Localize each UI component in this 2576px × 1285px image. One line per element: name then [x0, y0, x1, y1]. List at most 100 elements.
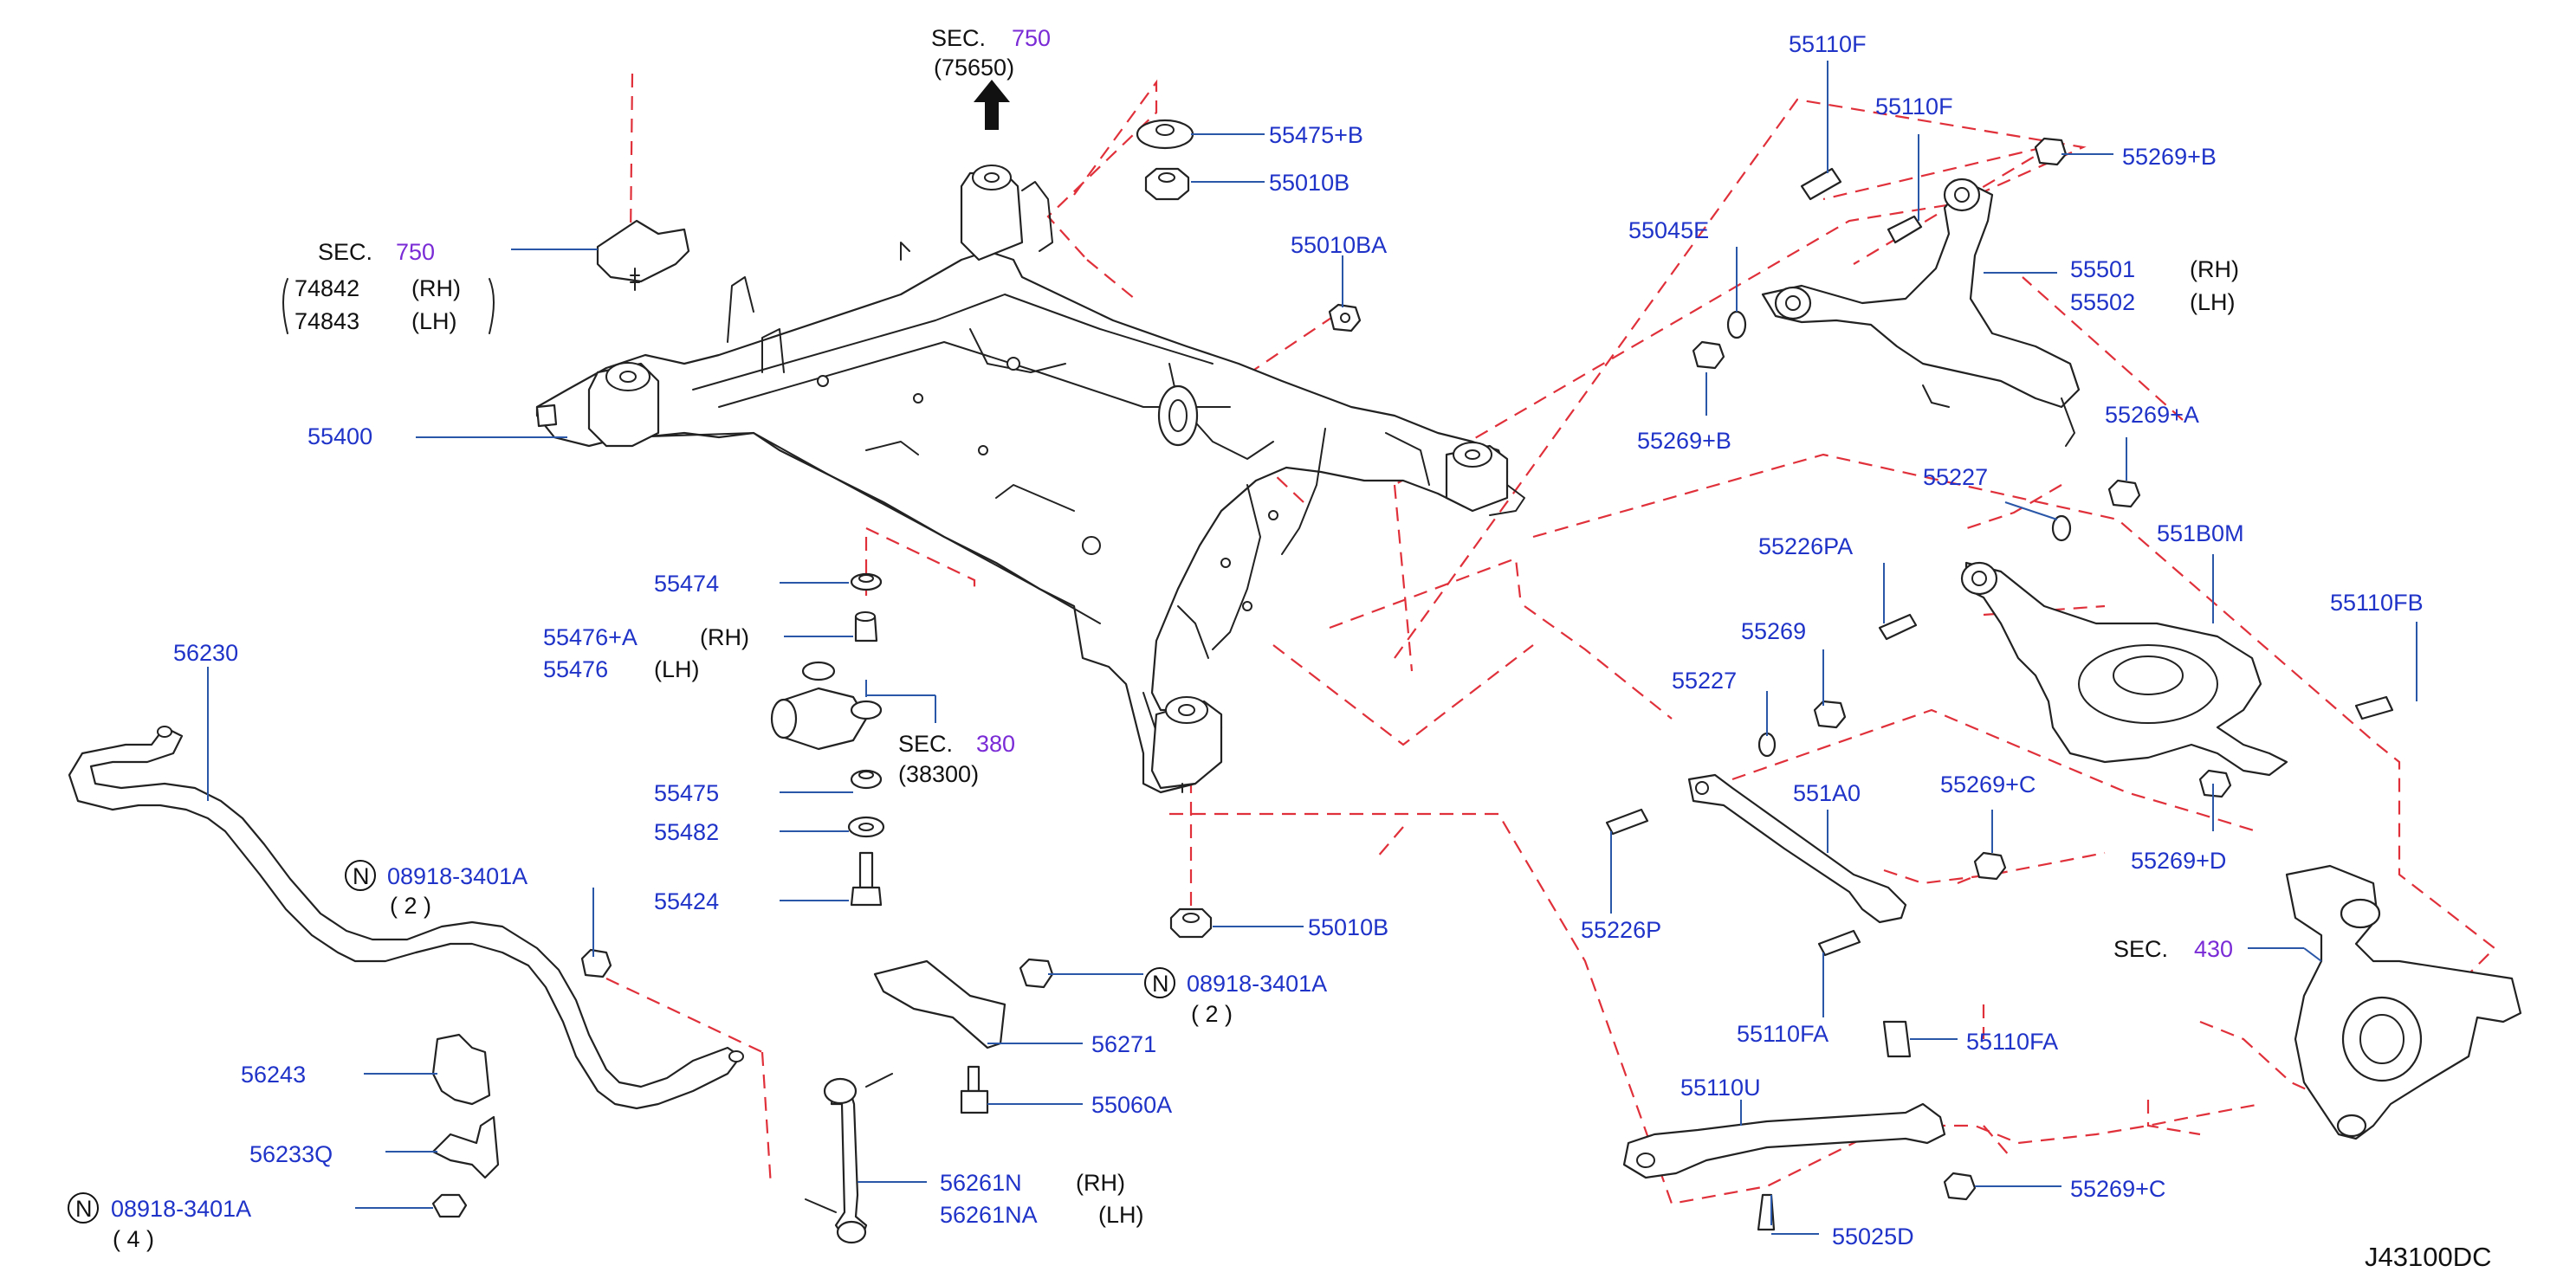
washer-55045e-icon — [1726, 310, 1747, 339]
washer-55476b-icon — [850, 700, 883, 720]
part-56230[interactable]: 56230 — [173, 640, 238, 666]
n-note-left: N — [345, 860, 376, 891]
bolt-55226p-icon — [1605, 808, 1649, 836]
part-551a0[interactable]: 551A0 — [1793, 780, 1861, 806]
part-55060a[interactable]: 55060A — [1091, 1092, 1172, 1118]
sec-750-left-rh-part: 74842 — [294, 275, 359, 301]
part-55400[interactable]: 55400 — [307, 423, 372, 449]
sec-750-top-number[interactable]: 750 — [1012, 25, 1051, 51]
bolt-55110fa-b-icon — [1882, 1020, 1912, 1058]
sec-380-label: SEC. — [898, 731, 953, 757]
labels: SEC. 750 (75650) SEC. 750 74842 (RH) 748… — [68, 25, 2491, 1272]
sec-750-top-label: SEC. — [931, 25, 986, 51]
lower-arm-551b0m-icon — [1964, 561, 2288, 777]
part-55475b[interactable]: 55475+B — [1269, 122, 1363, 148]
part-55501[interactable]: 55501 — [2070, 256, 2135, 282]
link-55110u-icon — [1622, 1102, 1946, 1179]
brace-right — [489, 278, 495, 334]
part-08918-mid[interactable]: 08918-3401A — [1187, 971, 1327, 997]
mount-bracket-750-icon — [596, 219, 690, 283]
nut-08918-mid-icon — [1019, 958, 1054, 989]
part-55482[interactable]: 55482 — [654, 819, 719, 845]
part-55269c-top[interactable]: 55269+C — [1940, 772, 2036, 797]
part-55269a[interactable]: 55269+A — [2105, 402, 2199, 428]
part-55502[interactable]: 55502 — [2070, 289, 2135, 315]
bolt-55110fa-a-icon — [1817, 929, 1861, 957]
knuckle-430-icon — [2285, 864, 2522, 1140]
part-55424[interactable]: 55424 — [654, 888, 719, 914]
part-55025d[interactable]: 55025D — [1832, 1224, 1914, 1249]
bushing-56243-icon — [431, 1033, 491, 1106]
sec-380-sub: (38300) — [898, 761, 979, 787]
stabilizer-link-56261-icon — [830, 1085, 868, 1240]
part-55227-mid[interactable]: 55227 — [1672, 668, 1737, 694]
part-08918-bottom[interactable]: 08918-3401A — [111, 1196, 251, 1222]
bolt-55110f-a-icon — [1800, 167, 1842, 201]
part-55476a[interactable]: 55476+A — [543, 624, 638, 650]
part-56271[interactable]: 56271 — [1091, 1031, 1156, 1057]
nut-55010b-top-icon — [1144, 167, 1190, 201]
brace-left — [282, 278, 288, 334]
sec-750-left-number[interactable]: 750 — [396, 239, 435, 265]
part-55476[interactable]: 55476 — [543, 656, 608, 682]
part-55226p[interactable]: 55226P — [1581, 917, 1661, 943]
clamp-56233q-icon — [431, 1115, 500, 1179]
part-56261na-side: (LH) — [1098, 1202, 1144, 1228]
nut-55269d-icon — [2198, 769, 2232, 798]
part-55269d[interactable]: 55269+D — [2131, 848, 2226, 874]
part-55227-top[interactable]: 55227 — [1923, 464, 1988, 490]
bolt-55060a-icon — [967, 1065, 981, 1093]
link-551a0-icon — [1687, 773, 1907, 924]
leader-lines — [207, 61, 2417, 1235]
washer-55227-mid-icon — [1757, 732, 1777, 758]
bolt-55110f-b-icon — [1887, 215, 1923, 244]
part-55226pa[interactable]: 55226PA — [1758, 533, 1853, 559]
part-55110fa-b[interactable]: 55110FA — [1966, 1029, 2058, 1055]
part-55475[interactable]: 55475 — [654, 780, 719, 806]
stabilizer-bar-56230-icon — [68, 726, 742, 1110]
bolt-55424-icon — [858, 851, 874, 889]
sec-430-label: SEC. — [2113, 936, 2168, 962]
sec-750-left-rh-side: (RH) — [411, 275, 461, 301]
n-symbol-mid: N — [1152, 971, 1169, 997]
part-551b0m[interactable]: 551B0M — [2157, 520, 2244, 546]
part-55045e[interactable]: 55045E — [1628, 217, 1709, 243]
part-56233q[interactable]: 56233Q — [249, 1141, 333, 1167]
part-55110f-b[interactable]: 55110F — [1875, 94, 1953, 119]
part-55269b-low[interactable]: 55269+B — [1637, 428, 1731, 454]
part-55110u[interactable]: 55110U — [1680, 1075, 1761, 1101]
bolt-55226pa-icon — [1878, 613, 1918, 641]
bolt-55025d-icon — [1757, 1193, 1776, 1231]
part-08918-left-qty: ( 2 ) — [390, 893, 431, 919]
nut-55269b-top-icon — [2034, 137, 2068, 166]
part-55474[interactable]: 55474 — [654, 571, 719, 597]
n-note-mid: N — [1144, 967, 1175, 998]
part-55110fa-a[interactable]: 55110FA — [1737, 1021, 1828, 1047]
connector-lines — [605, 73, 2496, 1205]
part-08918-left[interactable]: 08918-3401A — [387, 863, 527, 889]
part-55269c-bottom[interactable]: 55269+C — [2070, 1176, 2165, 1202]
part-55010b-top[interactable]: 55010B — [1269, 170, 1349, 196]
n-note-bottom: N — [68, 1192, 99, 1224]
part-56261n-side: (RH) — [1076, 1170, 1125, 1196]
sec-380-number[interactable]: 380 — [976, 731, 1015, 757]
part-55010b-bottom[interactable]: 55010B — [1308, 914, 1388, 940]
part-55501-side: (RH) — [2190, 256, 2239, 282]
upper-arm-55501-icon — [1761, 180, 2081, 409]
washer-55227-top-icon — [2051, 514, 2072, 542]
nut-55269c-top-icon — [1973, 851, 2007, 881]
part-55269b-top[interactable]: 55269+B — [2122, 144, 2217, 170]
part-56243[interactable]: 56243 — [241, 1062, 306, 1088]
part-55010ba[interactable]: 55010BA — [1291, 232, 1387, 258]
part-55110fb[interactable]: 55110FB — [2330, 590, 2424, 616]
up-arrow-icon — [974, 80, 1010, 130]
part-56261n[interactable]: 56261N — [940, 1170, 1022, 1196]
part-55269-mid[interactable]: 55269 — [1741, 618, 1806, 644]
part-55110f-a[interactable]: 55110F — [1789, 31, 1867, 57]
nut-55269b-low-icon — [1692, 340, 1725, 370]
sec-430-number[interactable]: 430 — [2194, 936, 2233, 962]
hardware-drawings — [68, 119, 2522, 1244]
part-56261na[interactable]: 56261NA — [940, 1202, 1038, 1228]
sec-750-left-lh-side: (LH) — [411, 308, 457, 334]
